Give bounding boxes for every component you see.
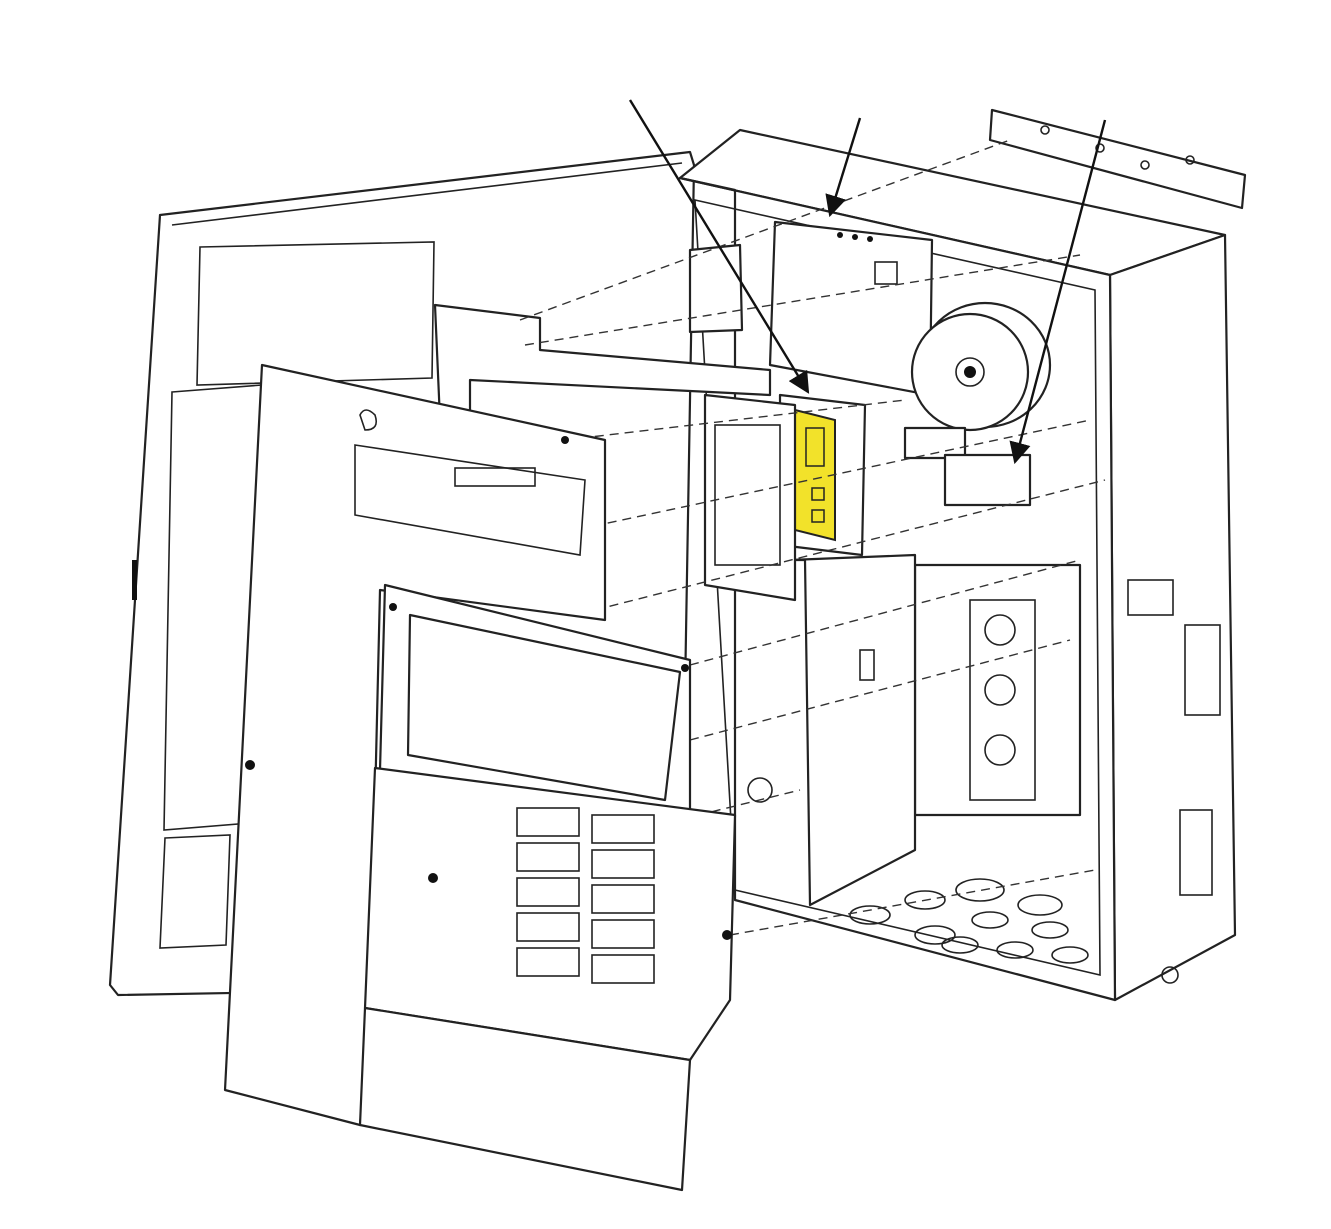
relay-module: [688, 243, 744, 334]
expansion-chassis: [913, 563, 1082, 817]
annunciator-panel: [378, 583, 692, 822]
door-window-top: [196, 241, 435, 386]
callout-arrow-terminal: [1009, 119, 1107, 465]
mounting-bracket: [988, 108, 1247, 210]
caster: [1161, 966, 1179, 984]
callout-arrows: [628, 99, 1107, 465]
display-bezel: [703, 393, 797, 602]
door-hinge: [132, 560, 137, 600]
callout-arrow-board: [825, 117, 862, 218]
side-knockout-bottom: [1179, 809, 1213, 896]
keypad-buttons: [516, 807, 655, 984]
side-latch: [1127, 579, 1174, 616]
callout-arrow-display: [628, 99, 810, 394]
display-module: [778, 393, 867, 557]
transformer: [910, 301, 1052, 432]
keypad-enclosure: [358, 766, 737, 1192]
floor-knockouts: [849, 878, 1089, 964]
terminal-blocks: [903, 426, 1082, 817]
inner-mounting-plate: [788, 553, 917, 907]
highlighted-module: [794, 408, 836, 542]
side-knockout-top: [1184, 624, 1221, 716]
door-window-bottom: [159, 834, 231, 949]
